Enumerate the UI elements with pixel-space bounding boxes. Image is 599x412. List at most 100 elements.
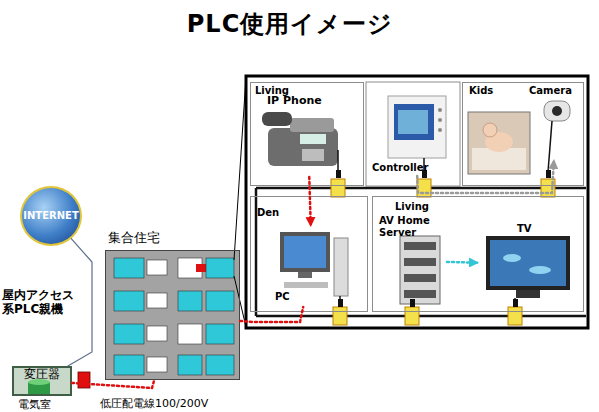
tv-fish <box>529 266 551 274</box>
zoom-line <box>234 276 246 327</box>
unit-icon <box>147 293 167 308</box>
power-outlet <box>333 307 347 325</box>
apartment-unit <box>206 258 234 278</box>
controller-button <box>438 128 442 132</box>
apartment-building: 集合住宅 <box>105 250 240 380</box>
house-panel <box>246 76 588 328</box>
power-outlet <box>331 179 345 197</box>
unit-icon <box>147 326 167 341</box>
tv-fish <box>503 254 521 262</box>
plc-adapter <box>196 264 206 272</box>
apartment-unit <box>206 291 234 311</box>
transformer-room: 変圧器電気室 <box>12 366 72 396</box>
apartment-unit <box>114 324 144 344</box>
phone-keypad <box>302 149 324 161</box>
node-label: 集合住宅 <box>108 231 160 246</box>
camera-body <box>544 101 570 121</box>
power-cord <box>337 150 339 172</box>
rack-unit <box>404 290 436 298</box>
tv-frame <box>486 236 570 290</box>
unit-icon <box>178 324 202 344</box>
tv-drawing <box>486 236 570 307</box>
photo-frame <box>468 112 530 174</box>
plug <box>336 170 341 178</box>
building-wall <box>105 250 240 380</box>
connector <box>447 261 477 264</box>
building-body <box>105 250 240 380</box>
camera-drawing <box>544 101 570 172</box>
room-box: DenPC <box>250 196 368 312</box>
power-outlet <box>541 179 555 197</box>
kids-photo <box>468 112 530 174</box>
apartment-unit <box>206 324 234 344</box>
power-outlet <box>417 179 431 197</box>
tv-device: TV <box>477 223 581 305</box>
power-cord <box>548 121 552 172</box>
node-label: PC <box>275 291 290 303</box>
plug <box>338 299 343 307</box>
controller-screen <box>394 104 434 140</box>
node-label: TV <box>517 223 532 235</box>
node-label: Controller <box>372 162 428 174</box>
power-line <box>255 188 258 316</box>
pc-drawing <box>280 232 348 300</box>
photo-child-head <box>483 123 497 137</box>
camera-device: Camera <box>529 85 583 161</box>
node-label: AV Home Server <box>379 215 431 238</box>
unit-icon <box>147 260 167 275</box>
unit-icon <box>147 357 167 372</box>
av-server-drawing <box>400 236 440 304</box>
controller-button <box>438 118 442 122</box>
node-label: Living <box>395 201 429 213</box>
pc-tower <box>334 238 348 296</box>
apartment-unit <box>114 258 144 278</box>
node-label: INTERNET <box>22 210 80 222</box>
phone-top <box>290 118 334 132</box>
apartment-unit <box>114 291 144 311</box>
pc-keyboard <box>284 282 328 288</box>
connector <box>68 239 92 366</box>
ip-phone-drawing <box>262 112 338 172</box>
av-server-device: AV Home Server <box>377 215 447 307</box>
phone-screen <box>300 134 326 144</box>
apartment-unit <box>206 355 234 375</box>
outlets <box>331 170 555 325</box>
transformer-fill <box>12 366 72 396</box>
plc-master-label: 屋内アクセス系PLC親機 <box>2 288 82 317</box>
plug <box>513 299 518 307</box>
controller-body <box>388 96 446 158</box>
pc-monitor <box>280 232 330 272</box>
room-outline <box>366 82 460 186</box>
apartment-unit <box>178 355 202 375</box>
node-sublabel: 電気室 <box>18 399 51 412</box>
rack-unit <box>404 258 436 266</box>
plug <box>546 170 551 178</box>
camera-lens <box>552 106 562 116</box>
controller-device: Controller <box>372 84 458 176</box>
room-box: Living AV Home Server TV <box>372 196 584 312</box>
node-label: Camera <box>529 85 572 97</box>
node-label: Kids <box>469 85 493 97</box>
controller-button <box>438 108 442 112</box>
tv-stand <box>516 290 540 298</box>
phone-handset <box>262 112 292 126</box>
room-box: LivingIP Phone <box>250 82 364 186</box>
tv-screen <box>490 240 566 286</box>
pc-device: PC <box>273 225 351 307</box>
connector <box>72 380 154 388</box>
controller-drawing <box>388 96 446 172</box>
pc-screen <box>284 236 326 268</box>
rack-body <box>400 236 440 304</box>
plug <box>410 299 415 307</box>
phone-body <box>268 128 338 166</box>
plc-master-unit <box>78 372 90 388</box>
diagram-title: PLC使用イメージ <box>100 8 480 40</box>
power-outlet <box>508 307 522 325</box>
controller-image <box>398 110 428 134</box>
node-label: Den <box>257 207 279 219</box>
node-label: IP Phone <box>267 95 322 108</box>
power-line <box>256 315 586 318</box>
